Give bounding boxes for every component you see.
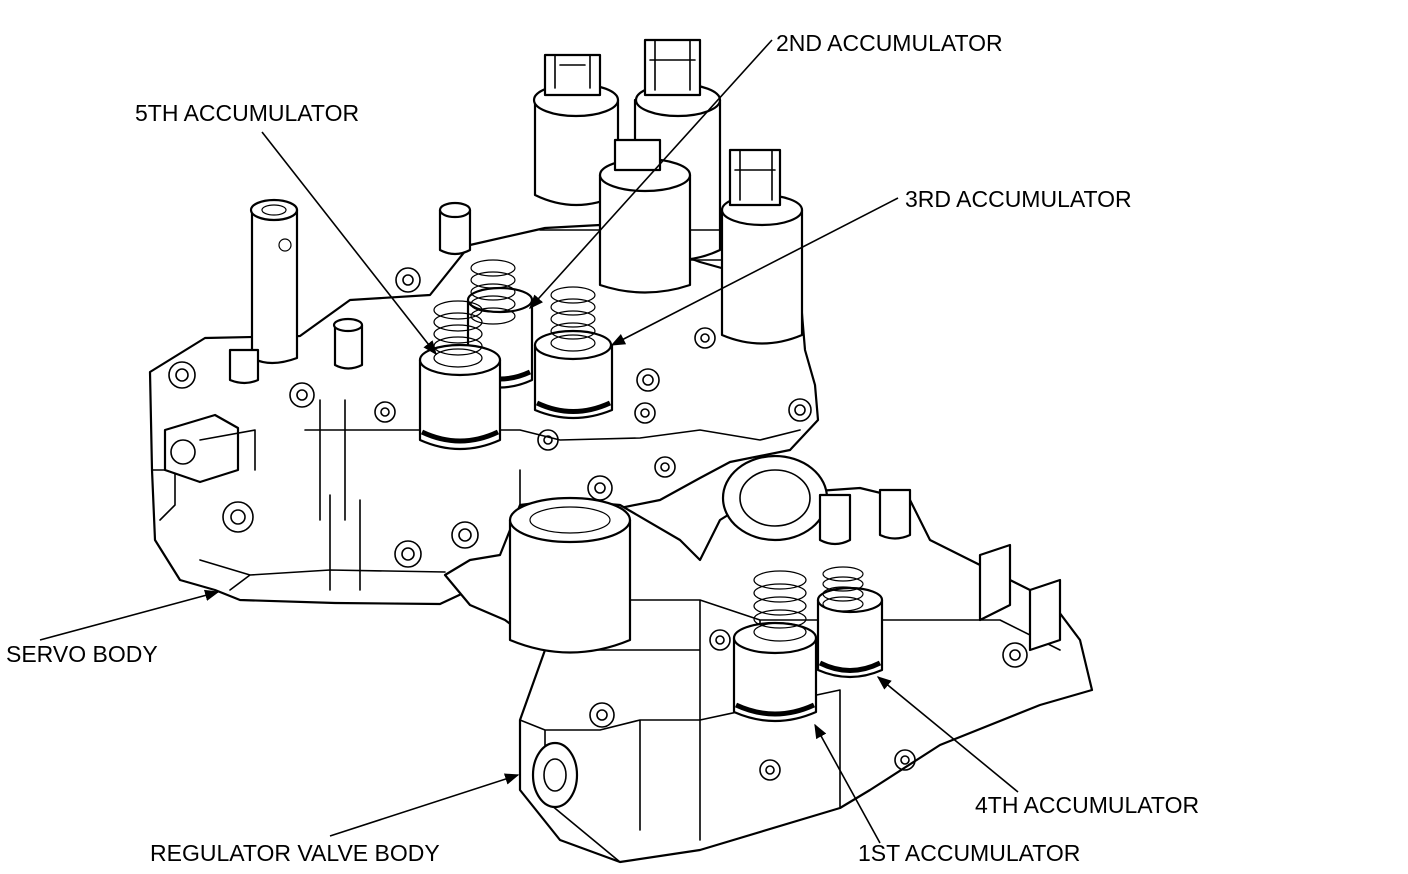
label-servo-body: SERVO BODY: [6, 641, 158, 667]
label-4th-accumulator: 4TH ACCUMULATOR: [975, 792, 1199, 818]
label-1st-accumulator: 1ST ACCUMULATOR: [858, 840, 1080, 866]
leader-lines: [39, 39, 1019, 844]
label-regulator-valve-body: REGULATOR VALVE BODY: [150, 840, 440, 866]
leader-4th-accumulator: [876, 676, 1019, 793]
leader-regulator-valve-body: [329, 773, 520, 837]
callout-labels: 2ND ACCUMULATOR 5TH ACCUMULATOR 3RD ACCU…: [6, 30, 1199, 866]
label-3rd-accumulator: 3RD ACCUMULATOR: [905, 186, 1132, 212]
regulator-accumulators: [732, 566, 884, 723]
solenoid-drawing: [532, 38, 804, 345]
leader-5th-accumulator: [261, 131, 437, 356]
label-2nd-accumulator: 2ND ACCUMULATOR: [776, 30, 1003, 56]
leader-2nd-accumulator: [529, 39, 773, 310]
label-5th-accumulator: 5TH ACCUMULATOR: [135, 100, 359, 126]
leader-3rd-accumulator: [610, 197, 899, 346]
leader-1st-accumulator: [814, 723, 881, 844]
leader-servo-body: [39, 589, 220, 641]
